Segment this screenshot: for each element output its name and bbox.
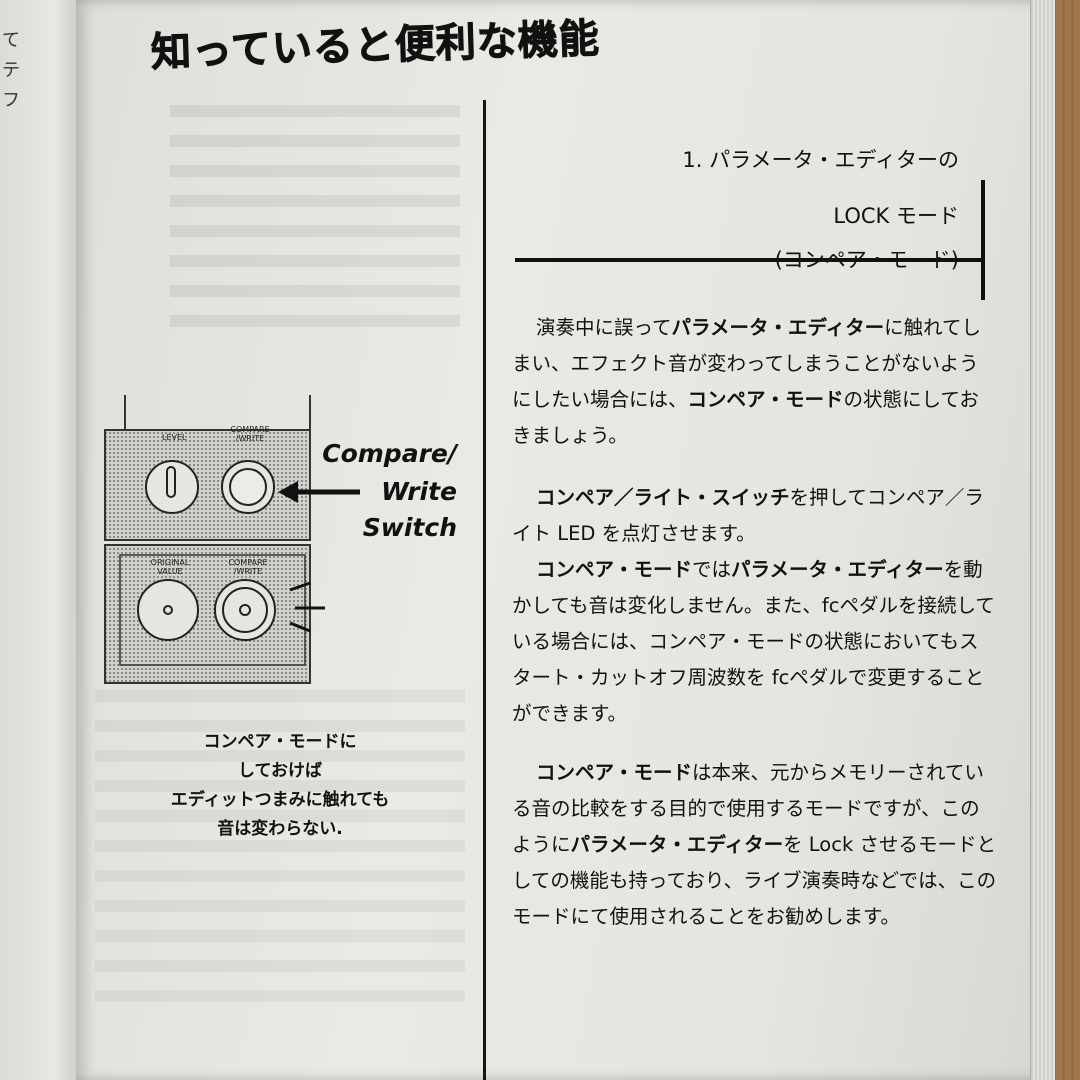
heading-rule-vertical (981, 180, 985, 300)
label-original-value: ORIGINAL VALUE (150, 558, 190, 576)
caption-line: しておけば (238, 761, 322, 781)
text-run: の状態にしておきましょう。 (512, 388, 979, 447)
text-run: を Lock させるモードとしての機能も持っており、ライブ演奏時などでは、このモ… (512, 833, 997, 928)
compare-write-led-ring (222, 587, 268, 633)
callout-arrow-head (278, 481, 298, 503)
callout-write: Write (381, 477, 457, 506)
caption-line: エディットつまみに触れても (170, 790, 390, 810)
heading-rule (515, 258, 985, 262)
callout-switch: Switch (362, 513, 457, 542)
compare-write-led (239, 604, 251, 616)
callout-compare: Compare/ (322, 439, 457, 468)
emphasized-term: パラメータ・エディター (570, 833, 784, 856)
level-knob-pointer (166, 466, 176, 498)
rich-p1: 演奏中に誤ってパラメータ・エディターに触れてしまい、エフェクト音が変わってしまう… (512, 316, 981, 447)
column-divider (483, 100, 486, 1080)
text-run: を押してコンペア／ライト LED を点灯させます。 (512, 486, 984, 545)
label-level: LEVEL (162, 433, 187, 442)
rich-p2: コンペア／ライト・スイッチを押してコンペア／ライト LED を点灯させます。 (512, 486, 984, 545)
emphasized-term: コンペア・モード (536, 558, 693, 581)
emphasized-term: コンペア・モード (687, 388, 844, 411)
caption-line: コンペア・モードに (203, 732, 357, 752)
bleed-through (95, 690, 465, 1010)
emphasized-term: パラメータ・エディター (731, 558, 944, 581)
bleed-through (170, 105, 460, 345)
glyph: て (2, 30, 20, 51)
emphasized-term: パラメータ・エディター (671, 316, 885, 339)
text-run: では (692, 558, 732, 581)
emphasized-term: コンペア／ライト・スイッチ (536, 486, 790, 509)
diagram-caption: コンペア・モードに しておけば エディットつまみに触れても 音は変わらない. (130, 728, 430, 844)
page-stack-edge (1030, 0, 1055, 1080)
panel-drawing (104, 395, 360, 684)
led-glow-ray (289, 581, 311, 592)
paragraph-compare-purpose: コンペア・モードは本来、元からメモリーされている音の比較をする目的で使用するモー… (512, 755, 997, 935)
led-glow-ray (289, 621, 311, 633)
text-run: 演奏中に誤って (536, 316, 672, 339)
rich-p2b: コンペア・モードではパラメータ・エディターを動かしても音は変化しません。また、f… (512, 558, 995, 725)
original-value-button (137, 579, 199, 641)
glyph: テ (2, 60, 20, 81)
rich-p3: コンペア・モードは本来、元からメモリーされている音の比較をする目的で使用するモー… (512, 761, 996, 928)
lower-panel-plate (104, 544, 311, 684)
paragraph-lock-intro: 演奏中に誤ってパラメータ・エディターに触れてしまい、エフェクト音が変わってしまう… (512, 310, 997, 454)
section-heading-line2: LOCK モード (833, 204, 959, 228)
lower-panel-inner (119, 554, 306, 666)
text-run: に触れてしまい、エフェクト音が変わってしまうことがないようにしたい場合には、 (512, 316, 982, 411)
label-compare-write-top: COMPARE /WRITE (230, 425, 270, 443)
compare-write-switch-inner (229, 468, 267, 506)
paragraph-compare-switch: コンペア／ライト・スイッチを押してコンペア／ライト LED を点灯させます。 コ… (512, 480, 997, 732)
label-compare-write-bottom: COMPARE /WRITE (228, 558, 268, 576)
previous-page-edge: て テ フ (0, 0, 80, 1080)
upper-panel-plate (104, 429, 311, 541)
original-value-led (163, 605, 173, 615)
text-run: を動かしても音は変化しません。また、fcペダルを接続している場合には、コンペア・… (512, 558, 995, 725)
text-run: は本来、元からメモリーされている音の比較をする目的で使用するモードですが、このよ… (512, 761, 984, 856)
section-heading: 1. パラメータ・エディターの LOCK モード (コンペア・モード) (515, 140, 985, 300)
caption-line: 音は変わらない. (217, 819, 343, 839)
emphasized-term: コンペア・モード (536, 761, 693, 784)
compare-switch-diagram: LEVEL COMPARE /WRITE ORIGINAL VALUE COMP… (100, 395, 480, 695)
previous-page-glyphs: て テ フ (2, 26, 20, 116)
section-heading-line1: 1. パラメータ・エディターの (682, 148, 959, 172)
glyph: フ (2, 90, 20, 111)
